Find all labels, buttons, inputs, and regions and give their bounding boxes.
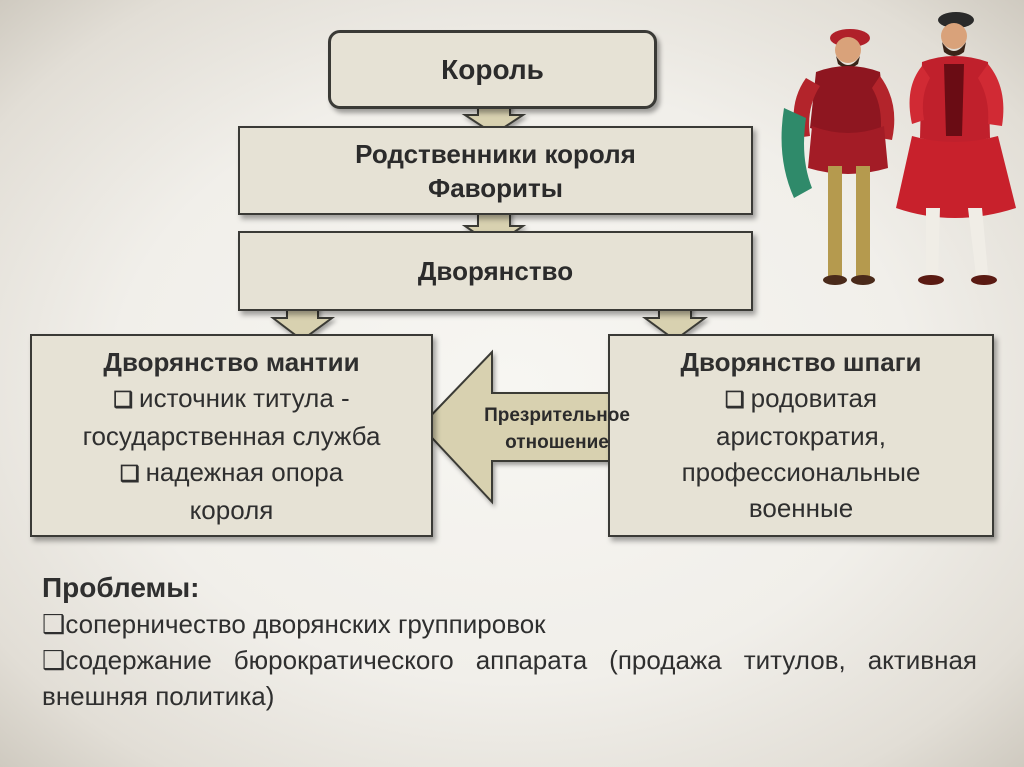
contempt-label: Презрительное отношение xyxy=(459,402,655,456)
robe-nobility-box: Дворянство мантии ❑источник титула - гос… xyxy=(30,334,433,537)
sword-item-1-line2: аристократия, xyxy=(716,421,886,451)
nobleman-left-figure xyxy=(781,29,895,285)
robe-item-1: ❑источник титула - государственная служб… xyxy=(32,380,431,454)
problem-item-1: ❑соперничество дворянских группировок xyxy=(42,606,977,642)
sword-item-1-line1: родовитая xyxy=(750,383,878,413)
robe-item-1-line2: государственная служба xyxy=(82,421,381,451)
sword-item-1-line4: военные xyxy=(748,493,854,523)
checkbox-icon: ❑ xyxy=(119,461,140,486)
robe-item-2-line1: надежная опора xyxy=(145,457,344,487)
contempt-line2: отношение xyxy=(505,432,609,453)
problem-item-1-text: соперничество дворянских группировок xyxy=(65,609,546,639)
problems-section: Проблемы: ❑соперничество дворянских груп… xyxy=(42,570,977,714)
problem-item-2: ❑содержание бюрократического аппарата (п… xyxy=(42,642,977,714)
problem-item-2-text: содержание бюрократического аппарата (пр… xyxy=(42,645,977,711)
sword-item-1-line3: профессиональные xyxy=(681,457,921,487)
robe-item-2-line2: короля xyxy=(189,495,274,525)
contempt-line1: Презрительное xyxy=(484,405,630,426)
checkbox-icon: ❑ xyxy=(42,609,66,639)
robe-item-1-line1: источник титула - xyxy=(139,383,350,413)
king-label: Король xyxy=(441,53,544,85)
sword-item-1: ❑родовитая аристократия, профессиональны… xyxy=(610,380,992,526)
checkbox-icon: ❑ xyxy=(724,387,745,412)
king-box: Король xyxy=(328,30,657,109)
relatives-line2: Фавориты xyxy=(428,172,563,203)
nobility-box: Дворянство xyxy=(238,231,753,311)
sword-title: Дворянство шпаги xyxy=(680,347,922,377)
sword-nobility-box: Дворянство шпаги ❑родовитая аристократия… xyxy=(608,334,994,537)
checkbox-icon: ❑ xyxy=(113,387,134,412)
problems-title: Проблемы: xyxy=(42,572,200,603)
checkbox-icon: ❑ xyxy=(42,645,66,675)
robe-title: Дворянство мантии xyxy=(103,347,360,377)
robe-item-2: ❑надежная опора короля xyxy=(32,454,431,528)
nobleman-right-figure xyxy=(896,12,1016,285)
relatives-line1: Родственники короля xyxy=(355,138,636,169)
noblemen-illustration xyxy=(781,12,1016,285)
relatives-box: Родственники короля Фавориты xyxy=(238,126,753,215)
nobility-label: Дворянство xyxy=(417,255,574,286)
